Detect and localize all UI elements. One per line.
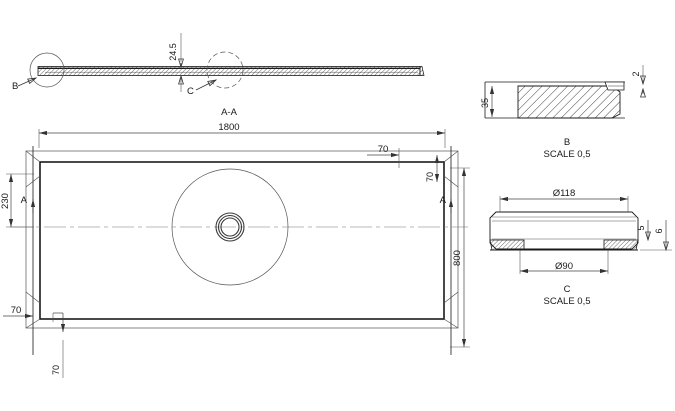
detail-c-foot-right [603,239,639,251]
dim-label-c-90: Ø90 [555,261,573,272]
plan-view: 1800 800 230 A A [0,122,470,378]
dim-label-c-6: 6 [654,228,664,233]
dim-label-c-5: 5 [636,225,646,230]
detail-b-scale: SCALE 0,5 [544,149,591,160]
dim-b-2: 2 [631,65,643,94]
detail-c-title: C [564,284,571,295]
section-mark-right: A [440,146,454,355]
plan-drain [215,212,245,242]
detail-c-foot-left [489,239,525,251]
dim-label-70-top-vertical: 70 [425,172,435,182]
dim-label-c-118: Ø118 [553,188,576,199]
dim-length-1800: 1800 [38,122,446,148]
drain-outer-ring [215,212,245,242]
dim-label-800: 800 [452,250,463,266]
detail-callout-c: C [187,51,244,97]
dim-width-800: 800 [450,167,470,348]
drain-inner-ring [220,217,240,237]
section-mark-left: A [21,146,36,355]
section-slab [37,66,425,76]
dim-70-bottom-horizontal: 70 [3,305,33,319]
dim-label-70-top-horizontal: 70 [378,144,389,155]
dim-c-118: Ø118 [499,188,629,212]
detail-b-leader [17,78,36,87]
section-view-label: A-A [221,107,238,118]
plan-slope-circle [171,168,289,286]
section-view-aa: 24.5 B C A-A [12,33,425,118]
detail-view-b: 35 2 B SCALE 0,5 [480,65,643,160]
section-mark-right-label: A [440,195,447,206]
detail-c-leader [195,80,216,91]
detail-c-circle [206,51,244,89]
section-right-end [419,66,425,76]
dim-c-6: 6 [640,220,672,250]
detail-b-circle [29,52,65,88]
section-hatch-left [38,66,420,76]
dim-70-top-vertical: 70 [425,155,440,182]
dim-label-230: 230 [0,193,11,209]
drain-mid-ring [217,214,243,240]
dim-thickness-245: 24.5 [168,33,181,92]
dim-label-b-2: 2 [631,71,641,76]
plan-outer-flange [25,150,459,329]
dim-offset-230: 230 [0,173,34,228]
dim-label-70-bottom-horizontal: 70 [11,305,22,316]
dim-70-top-horizontal: 70 [367,144,400,168]
dim-c-5: 5 [636,220,648,240]
detail-b-hatched-body [517,85,621,119]
plan-inner-tray [39,161,445,320]
dim-label-b-35: 35 [480,98,490,108]
detail-c-callout-label: C [187,86,194,97]
detail-b-title: B [564,137,570,148]
dim-70-bottom-vertical: 70 [51,312,66,378]
dim-b-35: 35 [480,86,495,117]
detail-view-c: Ø118 Ø90 5 6 C SCALE 0,5 [489,188,672,307]
section-mark-left-label: A [21,195,28,206]
dim-c-90: Ø90 [519,250,609,274]
detail-b-callout-label: B [12,81,18,92]
dim-label-70-bottom-vertical: 70 [51,365,61,375]
detail-callout-b: B [12,52,65,92]
dim-label-1800: 1800 [218,122,239,133]
detail-c-scale: SCALE 0,5 [544,296,591,307]
dim-label-245: 24.5 [168,43,178,61]
